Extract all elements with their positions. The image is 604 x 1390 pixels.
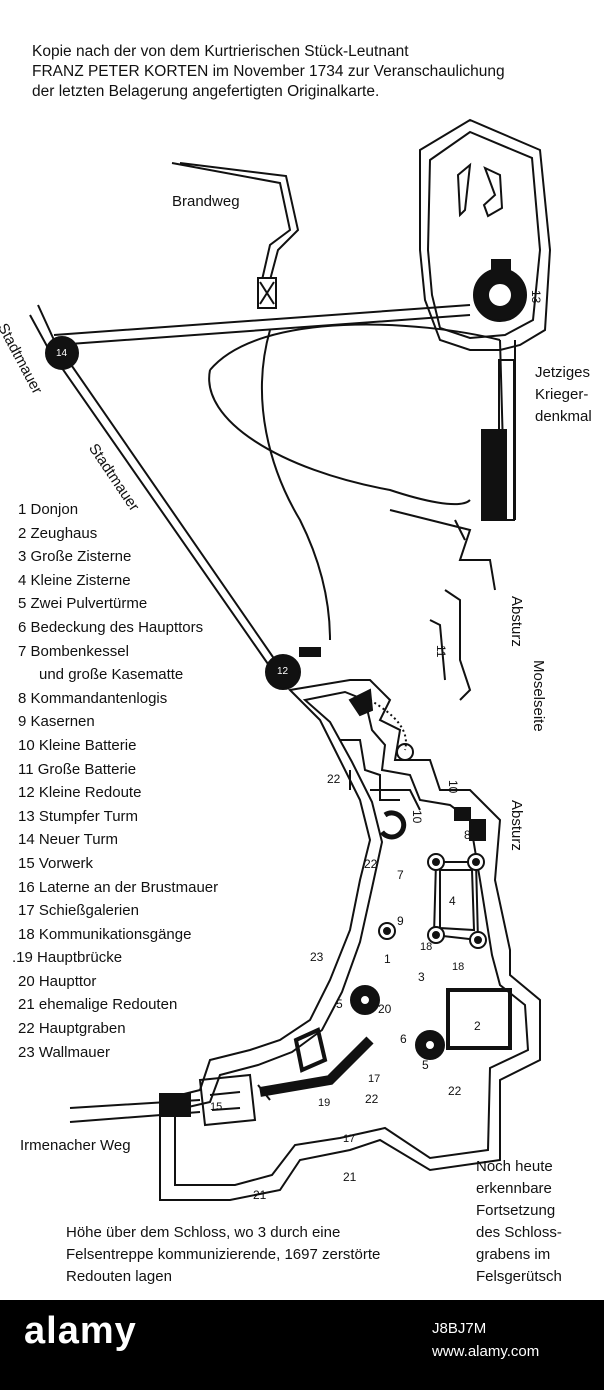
caption-line: Kopie nach der von dem Kurtrierischen St… <box>32 43 409 60</box>
watermark-image-id: J8BJ7M <box>432 1320 487 1337</box>
fortress-plan-map <box>29 118 552 1201</box>
watermark-bar <box>0 1300 604 1390</box>
tower-14 <box>45 336 79 370</box>
label-brandweg: Brandweg <box>172 193 240 210</box>
legend-item: 17 Schießgalerien <box>18 902 139 920</box>
legend-item: .19 Hauptbrücke <box>12 949 123 967</box>
legend-item: 22 Hauptgraben <box>18 1020 126 1038</box>
watermark-logo: alamy <box>24 1310 137 1352</box>
laterne-16 <box>293 1027 328 1073</box>
legend-item: 12 Kleine Redoute <box>18 784 142 802</box>
watermark-url: www.alamy.com <box>432 1343 540 1360</box>
legend-item: 15 Vorwerk <box>18 854 94 872</box>
legend-item: 4 Kleine Zisterne <box>18 571 131 589</box>
note-line: grabens im <box>476 1246 551 1263</box>
note-line: Höhe über dem Schloss, wo 3 durch eine <box>66 1224 341 1241</box>
brandweg-road <box>171 162 300 281</box>
legend-item: 18 Kommunikationsgänge <box>18 925 192 943</box>
num-18b: 18 <box>452 961 465 973</box>
num-21b: 21 <box>253 1188 267 1202</box>
note-line: Noch heute <box>476 1158 553 1175</box>
num-3: 3 <box>418 970 425 984</box>
upper-wall <box>53 304 471 346</box>
krieger-line: Krieger- <box>535 386 589 403</box>
num-2: 2 <box>474 1019 481 1033</box>
map-legend: 1 Donjon 2 Zeughaus 3 Große Zisterne 4 K… <box>12 498 219 1064</box>
num-22d: 22 <box>365 1092 379 1106</box>
redoute-12 <box>265 654 301 690</box>
num-20: 20 <box>378 1002 392 1016</box>
legend-item: 8 Kommandantenlogis <box>18 689 168 707</box>
legend-item: 5 Zwei Pulvertürme <box>18 595 148 613</box>
map-caption-header: Kopie nach der von dem Kurtrierischen St… <box>32 42 505 102</box>
label-irmenacher-weg: Irmenacher Weg <box>20 1137 131 1154</box>
num-23: 23 <box>310 950 324 964</box>
note-line: erkennbare <box>476 1180 552 1197</box>
num-5a: 5 <box>336 997 343 1011</box>
num-4: 4 <box>449 894 456 908</box>
num-14: 14 <box>56 348 68 359</box>
battery-10-arc <box>379 810 407 840</box>
legend-item: 2 Zeughaus <box>18 524 98 542</box>
num-9: 9 <box>397 914 404 928</box>
bottom-note: Höhe über dem Schloss, wo 3 durch eine F… <box>66 1222 380 1288</box>
num-21a: 21 <box>343 1170 357 1184</box>
well-3-upper <box>396 743 414 761</box>
num-11: 11 <box>434 645 448 658</box>
num-22c: 22 <box>448 1084 462 1098</box>
legend-item: 13 Stumpfer Turm <box>18 807 139 825</box>
legend-item: 21 ehemalige Redouten <box>18 996 178 1014</box>
note-line: Felsgerütsch <box>476 1268 562 1285</box>
legend-item: 6 Bedeckung des Haupttors <box>18 618 204 636</box>
num-12: 12 <box>277 666 289 677</box>
absturz-edge <box>429 589 472 701</box>
legend-item: 16 Laterne an der Brustmauer <box>18 878 219 896</box>
vorwerk-15 <box>198 1073 257 1127</box>
num-19: 19 <box>318 1097 331 1109</box>
num-17a: 17 <box>368 1073 381 1085</box>
legend-item: 20 Haupttor <box>18 972 97 990</box>
num-16: 16 <box>304 1051 316 1062</box>
num-8: 8 <box>464 828 471 842</box>
caption-line: der letzten Belagerung angefertigten Ori… <box>32 83 380 100</box>
legend-item: 14 Neuer Turm <box>18 831 119 849</box>
legend-item: 10 Kleine Batterie <box>18 736 137 754</box>
legend-item: 7 Bombenkessel <box>18 642 129 660</box>
num-5b: 5 <box>422 1058 429 1072</box>
inner-curve <box>208 323 501 506</box>
legend-item: 1 Donjon <box>18 501 79 518</box>
zeughaus-2 <box>446 988 512 1050</box>
map-number-labels: 13 14 12 11 10 10 8 4 22 22 7 9 18 18 3 … <box>56 290 543 1202</box>
num-17b: 17 <box>343 1133 356 1145</box>
krieger-line: denkmal <box>535 408 592 425</box>
fortress-inner <box>174 690 530 1186</box>
legend-item: 11 Große Batterie <box>18 760 137 778</box>
num-10a: 10 <box>446 780 460 794</box>
note-line: des Schloss- <box>476 1224 562 1241</box>
num-10b: 10 <box>410 810 424 824</box>
note-line: Fortsetzung <box>476 1202 556 1219</box>
main-bridge-19 <box>259 1036 374 1097</box>
north-spur <box>419 118 552 351</box>
fortress-outer <box>159 679 541 1201</box>
num-18a: 18 <box>420 941 433 953</box>
label-kriegerdenkmal: Jetziges Krieger- denkmal <box>535 362 592 428</box>
caption-line: FRANZ PETER KORTEN im November 1734 zur … <box>32 63 505 80</box>
num-1: 1 <box>384 952 391 966</box>
legend-item: 23 Wallmauer <box>18 1043 110 1061</box>
num-22a: 22 <box>327 772 341 786</box>
num-15: 15 <box>210 1101 223 1113</box>
num-7: 7 <box>397 868 404 882</box>
krieger-line: Jetziges <box>535 364 591 381</box>
legend-item: 3 Große Zisterne <box>18 548 132 566</box>
note-line: Felsentreppe kommunizierende, 1697 zerst… <box>66 1246 381 1263</box>
legend-item: 9 Kasernen <box>18 713 95 731</box>
num-13: 13 <box>529 290 543 304</box>
right-note: Noch heute erkennbare Fortsetzung des Sc… <box>476 1156 562 1288</box>
note-line: Redouten lagen <box>66 1268 172 1285</box>
legend-item: und große Kasematte <box>39 666 184 684</box>
num-6: 6 <box>400 1032 407 1046</box>
num-22b: 22 <box>364 857 378 871</box>
